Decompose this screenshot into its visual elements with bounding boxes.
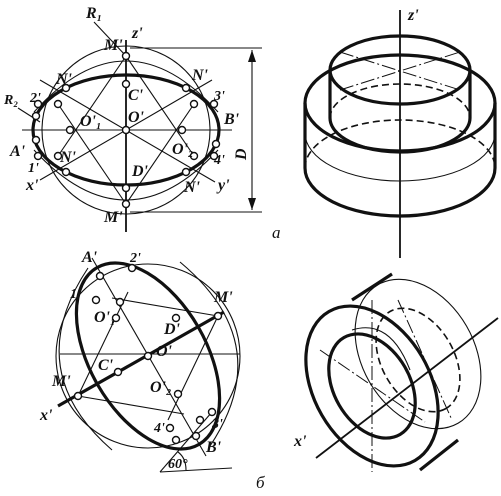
panel-a-dim-arrow-bottom [248,198,256,210]
panel-a-label-p4: 4' [213,153,225,168]
panel-a-line-m-n-left-bottom [57,103,127,205]
panel-b-line-m-1 [111,297,219,317]
panel-a-label-r2: R₂ [3,93,18,108]
panel-a-label-r1: R₁ [85,5,102,22]
panel-b-arc-r1-left [58,267,113,451]
panel-a-label-a: A' [9,143,26,160]
panel-b-label-p1: 1' [70,287,81,302]
panel-b-view-inner-depth [351,327,411,371]
panel-a-figure-letter: а [272,223,281,242]
panel-a-label-p3: 3' [213,89,225,104]
panel-b-label-c: C' [98,357,114,374]
panel-b-view-front-inner [327,332,417,440]
panel-a-label-c: C' [128,87,144,104]
panel-a-label-dim: D [233,148,250,161]
panel-b-label-o: O' [156,343,173,360]
panel-b-view-back-inner-hidden [375,307,461,413]
panel-b-ellipse-construction: A' 2' 1' M' O'₁ D' O' C' M' x' O'₂ 4' 3'… [39,249,265,492]
panel-a-view-mid-rim [304,132,496,182]
panel-a-line-m-n-right-top [125,55,195,157]
panel-a-label-n-bl: N' [59,149,77,166]
panel-a-label-n-tr: N' [191,67,209,84]
panel-a-label-o2: O'₂ [172,141,194,158]
panel-a-label-p2: 2' [29,91,41,106]
panel-a-view-upper-top [328,34,472,106]
panel-b-label-m-left: M' [51,373,71,390]
panel-a-label-n-tl: N' [55,71,73,88]
panel-a-label-b: B' [223,111,240,128]
panel-a-label-x: x' [25,177,39,194]
panel-b-base-circle [55,263,241,449]
panel-a-label-p1: 1' [28,161,39,176]
panel-b-label-p2: 2' [129,251,141,266]
panel-b-angle-arc [177,451,187,471]
panel-b-points [73,263,223,445]
panel-b-line-m-2 [167,315,219,421]
panel-b-label-d-top: D' [163,321,181,338]
panel-b-view-back-outer [354,278,482,430]
panel-b-line-m-3 [77,395,185,415]
panel-b-view-centerline-1 [319,349,426,423]
panel-a-line-m-n-left-top [57,55,127,157]
panel-a-ellipse-construction: R₁ R₂ z' M' N' N' C' O' O'₁ 2' 3' B' A' … [3,5,281,242]
panel-a-line-m-n-right-bottom [125,103,195,205]
panel-b-label-b: B' [205,439,222,456]
panel-a-points [31,51,221,209]
panel-b-label-o2: O'₂ [150,379,172,396]
panel-b-label-angle: 60° [168,457,188,472]
panel-a-label-o: O' [128,109,145,126]
panel-a-label-o1: O'₁ [80,113,102,130]
panel-a-label-d: D' [131,163,149,180]
panel-a-view-upper-hidden-rim [329,83,471,119]
panel-a-label-m-top: M' [103,37,123,54]
panel-b-label-p4: 4' [153,421,165,436]
panel-a-dim-arrow-top [248,50,256,62]
panel-b-label-a: A' [81,249,98,266]
panel-b-view-axis-x [315,317,499,459]
panel-b-label-p3: 3' [211,417,223,432]
panel-b-arc-r1-right [179,261,239,447]
panel-b-view-ring: x' [293,272,499,472]
panel-a-view-lower-hidden-rim [304,119,496,169]
panel-a-label-m-bottom: M' [103,209,123,226]
panel-a-view-label-z: z' [407,7,419,24]
panel-b-label-x: x' [39,407,53,424]
panel-a-view-centerline-2 [339,51,461,91]
panel-a-label-z: z' [131,25,143,42]
panel-a-label-n-br: N' [183,179,201,196]
panel-b-label-m-right: M' [213,289,233,306]
panel-b-line-m-4 [77,291,129,397]
panel-b-figure-letter: б [256,473,265,492]
panel-a-label-y: y' [216,177,230,194]
panel-a-view-stepped-cylinder: z' [303,7,497,258]
panel-b-view-edge-top [351,272,393,302]
panel-b-line-60 [159,467,233,473]
panel-b-view-label-x: x' [293,433,307,450]
panel-b-label-o1: O'₁ [94,309,116,326]
panel-b-view-edge-bottom [419,438,459,472]
panel-a-view-upper-cylinder-side [328,70,472,154]
panel-a-view-lower-cylinder-side [303,103,497,218]
panel-b-view-front-outer [304,304,440,468]
panel-b-axis-x [57,310,225,408]
panel-a-r1-leader [93,21,127,57]
